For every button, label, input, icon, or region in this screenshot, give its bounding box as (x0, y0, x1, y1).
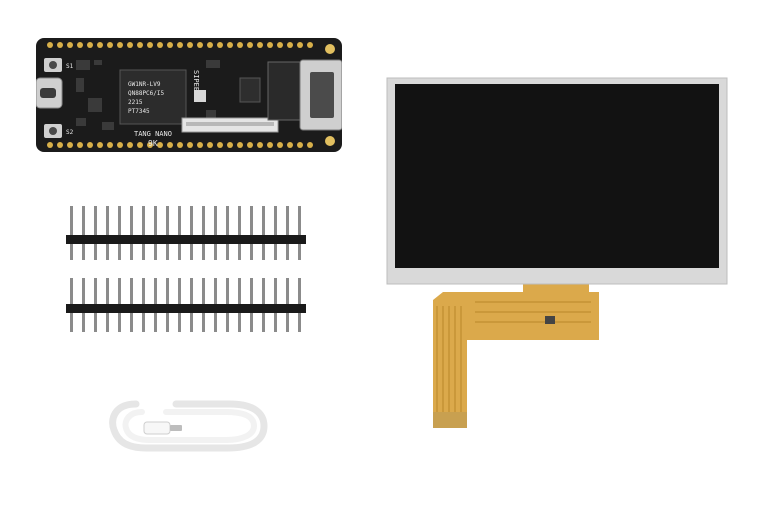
bottom-gpio-pads (47, 142, 313, 148)
fpc-chip (545, 316, 555, 324)
mounting-hole (325, 136, 335, 146)
brand-text: SIPEED (192, 70, 200, 95)
pin-header-bottom (66, 278, 306, 332)
fpga-chip (119, 69, 187, 125)
button-label-s1: S1 (66, 63, 74, 70)
pin-header-top (66, 206, 306, 260)
button-label-s2: S2 (66, 129, 74, 136)
usb-plug-tip (170, 425, 182, 431)
model-text: TANG NANO (134, 130, 172, 138)
top-gpio-pads (47, 42, 313, 48)
chip-line-3: 2215 (128, 99, 143, 106)
pin-headers (66, 206, 306, 332)
smd-components (76, 60, 232, 130)
chip-line-2: QN88PC6/I5 (128, 90, 165, 97)
fpc-contacts (433, 412, 467, 428)
flash-chip (239, 77, 261, 103)
usb-cable (109, 400, 268, 452)
tang-nano-9k-board: S1 S2 GW1NR-LV9 QN88PC6/I5 2215 PT7345 S… (36, 38, 342, 152)
lcd-screen (395, 84, 719, 268)
chip-line-4: PT7345 (128, 108, 150, 115)
mounting-hole (325, 44, 335, 54)
chip-line-1: GW1NR-LV9 (128, 81, 161, 88)
usb-plug (143, 421, 171, 435)
variant-text: 9K (148, 139, 158, 148)
led (194, 90, 206, 102)
lcd-fpc-cable (433, 280, 599, 428)
lcd-display-module (386, 77, 728, 428)
